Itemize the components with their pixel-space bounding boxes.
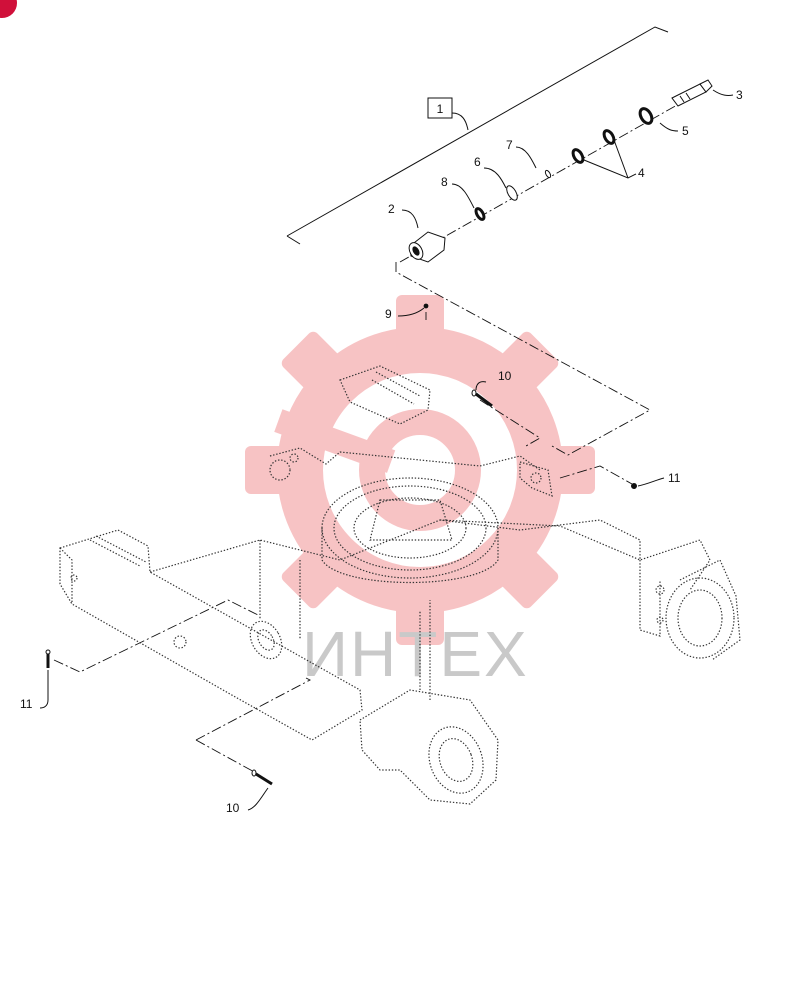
assembly-guide-lines (53, 262, 651, 775)
callout-7: 7 (506, 138, 513, 152)
watermark-gear-logo-icon (245, 295, 595, 645)
ring-part-8 (474, 207, 486, 221)
group-bracket: 1 (286, 26, 669, 245)
parts-axis (399, 91, 701, 263)
callout-10-bottom: 10 (226, 801, 240, 815)
callout-10-top: 10 (498, 369, 512, 383)
callout-2: 2 (388, 202, 395, 216)
setscrew-part-9 (423, 303, 429, 309)
callout-6: 6 (474, 155, 481, 169)
leader-lines (397, 89, 734, 317)
seal-part-5 (638, 107, 654, 125)
bolt-part-10-top (471, 381, 493, 408)
group-label-box (427, 97, 453, 119)
washer-part-6 (506, 185, 518, 201)
pin-part-3 (671, 79, 713, 107)
callout-4: 4 (638, 166, 645, 180)
callout-11-left: 11 (20, 697, 33, 711)
seal-part-4b (602, 129, 616, 145)
corner-badge-icon (0, 0, 17, 18)
clip-part-7 (544, 169, 552, 179)
watermark-text: ИНТЕХ (302, 618, 529, 690)
callout-8: 8 (441, 175, 448, 189)
bolt-part-10-bottom (247, 769, 273, 811)
bolt-part-11-right (631, 477, 665, 489)
undercarriage-frame (59, 365, 741, 805)
callout-1: 1 (437, 102, 444, 116)
seal-part-4a (571, 148, 585, 164)
callout-5: 5 (682, 124, 689, 138)
callout-9: 9 (385, 307, 392, 321)
bolt-part-11-left (39, 649, 51, 709)
bushing-part (408, 231, 446, 263)
callout-11-right: 11 (668, 471, 681, 485)
callout-3: 3 (736, 88, 743, 102)
